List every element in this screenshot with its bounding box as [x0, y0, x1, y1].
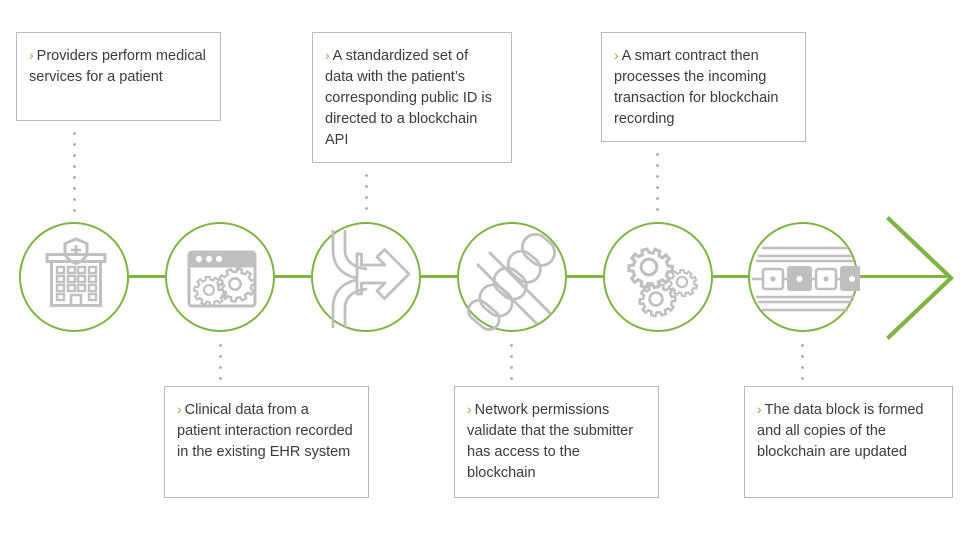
- bullet-chevron-icon: ›: [757, 401, 762, 417]
- step-node-6[interactable]: [748, 222, 860, 332]
- arrow-head-right-icon: [886, 216, 955, 340]
- timeline-segment-4-5: [565, 275, 605, 278]
- dotted-connector-step-2: [219, 340, 222, 382]
- blockchain-blocks-icon: [752, 246, 860, 312]
- callout-text-step-3: A standardized set of data with the pati…: [325, 48, 492, 148]
- chain-links-icon: [467, 232, 556, 331]
- bullet-chevron-icon: ›: [29, 47, 34, 63]
- callout-text-step-1: Providers perform medical services for a…: [29, 48, 206, 85]
- timeline-segment-5-6: [710, 275, 750, 278]
- callout-step-5: ›A smart contract then processes the inc…: [601, 32, 806, 142]
- three-gears-icon: [627, 247, 699, 318]
- bullet-chevron-icon: ›: [177, 401, 182, 417]
- callout-text-step-6: The data block is formed and all copies …: [757, 402, 924, 460]
- hospital-building-icon: [45, 237, 107, 307]
- callout-text-step-4: Network permissions validate that the su…: [467, 402, 634, 481]
- dotted-connector-step-4: [510, 340, 513, 382]
- callout-step-4: ›Network permissions validate that the s…: [454, 386, 659, 498]
- dotted-connector-step-6: [801, 340, 804, 382]
- bullet-chevron-icon: ›: [325, 47, 330, 63]
- step-node-4[interactable]: [457, 222, 567, 332]
- timeline-segment-2-3: [274, 275, 314, 278]
- callout-step-1: ›Providers perform medical services for …: [16, 32, 221, 121]
- browser-window-gears-icon: [187, 250, 257, 308]
- timeline-segment-6-end: [856, 275, 947, 278]
- callout-text-step-2: Clinical data from a patient interaction…: [177, 402, 353, 460]
- callout-step-2: ›Clinical data from a patient interactio…: [164, 386, 369, 498]
- step-node-3[interactable]: [311, 222, 421, 332]
- step-node-1[interactable]: [19, 222, 129, 332]
- step-node-5[interactable]: [603, 222, 713, 332]
- dotted-connector-step-1: [73, 128, 76, 214]
- dotted-connector-step-5: [656, 149, 659, 214]
- step-node-2[interactable]: [165, 222, 275, 332]
- merge-arrow-icon: [331, 230, 411, 328]
- callout-step-6: ›The data block is formed and all copies…: [744, 386, 953, 498]
- timeline-segment-3-4: [419, 275, 459, 278]
- dotted-connector-step-3: [365, 170, 368, 214]
- bullet-chevron-icon: ›: [467, 401, 472, 417]
- process-timeline: [0, 200, 969, 360]
- bullet-chevron-icon: ›: [614, 47, 619, 63]
- timeline-segment-1-2: [128, 275, 168, 278]
- callout-step-3: ›A standardized set of data with the pat…: [312, 32, 512, 163]
- callout-text-step-5: A smart contract then processes the inco…: [614, 48, 779, 127]
